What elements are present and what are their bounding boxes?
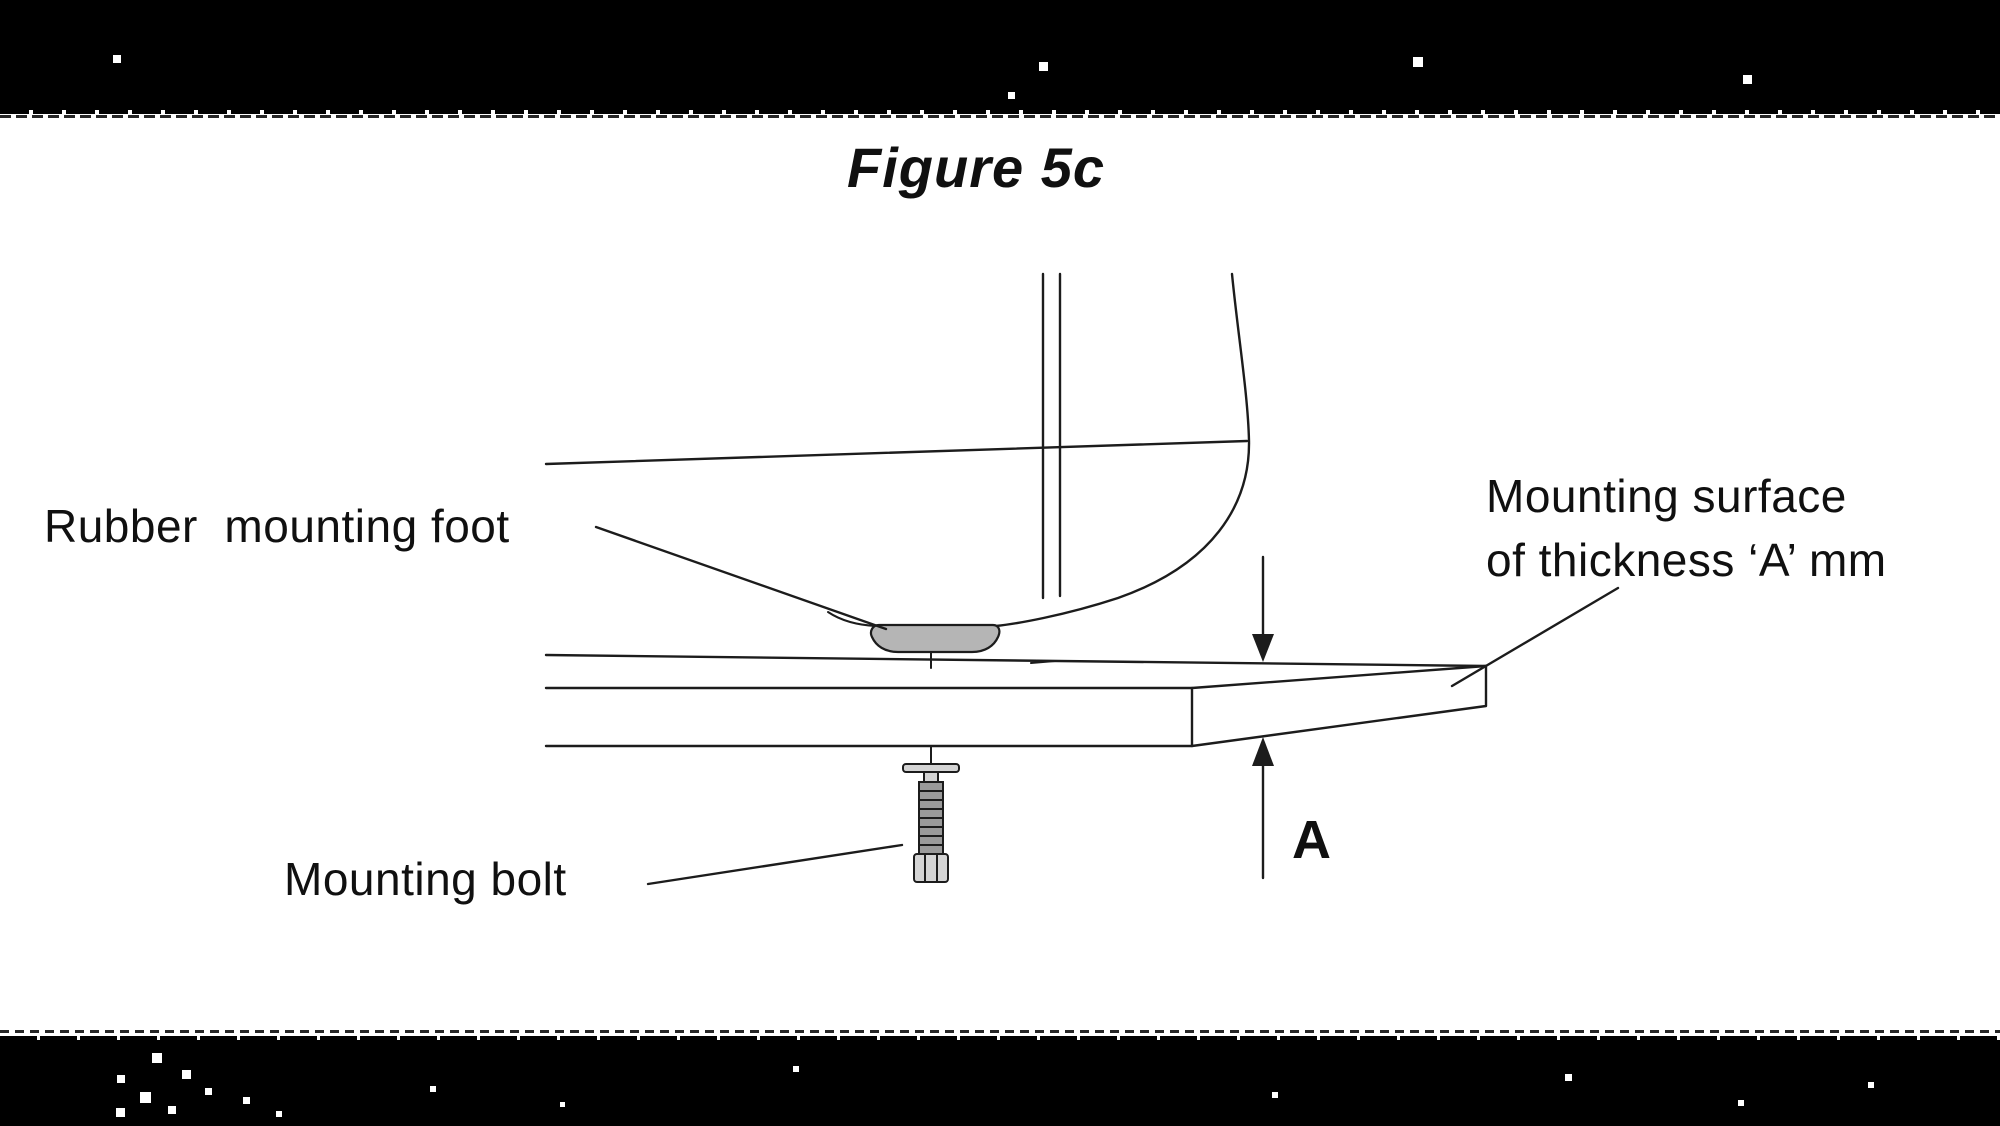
scan-noise-speckle bbox=[168, 1106, 176, 1114]
bolt-head-facets bbox=[924, 853, 938, 883]
board-hole-mark bbox=[1030, 660, 1056, 664]
machine-right-edge bbox=[994, 272, 1251, 628]
label-mounting-surface-line1: Mounting surface bbox=[1486, 470, 1847, 522]
scan-noise-line-bottom bbox=[0, 1030, 2000, 1033]
bolt-head bbox=[913, 853, 949, 883]
scan-noise-speckle bbox=[1743, 75, 1752, 84]
mounting-surface-board bbox=[544, 653, 1488, 748]
scan-noise-speckle bbox=[793, 1066, 799, 1072]
board-end-face bbox=[1190, 664, 1488, 748]
scan-noise-speckle bbox=[116, 1108, 125, 1117]
scan-noise-speckle bbox=[113, 55, 121, 63]
scan-noise-speckle bbox=[430, 1086, 436, 1092]
thickness-arrow-up bbox=[1252, 737, 1274, 880]
scan-noise-speckle bbox=[1738, 1100, 1744, 1106]
scan-noise-line-top bbox=[0, 115, 2000, 118]
arrow-head-down-icon bbox=[1252, 634, 1274, 662]
rubber-foot-shape bbox=[869, 623, 1001, 654]
leader-mounting-surface bbox=[1450, 586, 1620, 688]
scan-noise-speckle bbox=[205, 1088, 212, 1095]
machine-base-edge bbox=[544, 439, 1249, 466]
top-black-bar bbox=[0, 0, 2000, 114]
scan-noise-speckle bbox=[1272, 1092, 1278, 1098]
label-mounting-bolt: Mounting bolt bbox=[284, 853, 567, 905]
scan-edge-noise bbox=[0, 110, 2000, 114]
mounting-bolt-graphic bbox=[902, 651, 960, 883]
board-top-back-edge bbox=[544, 653, 1488, 668]
scan-noise-speckle bbox=[140, 1092, 151, 1103]
label-mounting-surface-line2: of thickness ‘A’ mm bbox=[1486, 534, 1887, 586]
scan-noise-speckle bbox=[152, 1053, 162, 1063]
scan-noise-speckle bbox=[1565, 1074, 1572, 1081]
bolt-neck bbox=[923, 771, 939, 783]
bolt-thread-lines bbox=[918, 790, 944, 846]
scan-noise-speckle bbox=[1868, 1082, 1874, 1088]
bottom-black-bar bbox=[0, 1036, 2000, 1126]
label-rubber-foot: Rubber mounting foot bbox=[44, 500, 510, 552]
scan-noise-speckle bbox=[1039, 62, 1048, 71]
machine-underside-curve bbox=[827, 611, 877, 627]
label-thickness-dimension: A bbox=[1292, 810, 1331, 870]
scan-noise-speckle bbox=[117, 1075, 125, 1083]
leader-rubber-foot bbox=[594, 525, 888, 631]
scan-noise-speckle bbox=[560, 1102, 565, 1107]
scan-noise-speckle bbox=[1008, 92, 1015, 99]
scan-noise-speckle bbox=[182, 1070, 191, 1079]
leader-mounting-bolt bbox=[646, 843, 904, 886]
thickness-arrow-down bbox=[1252, 555, 1274, 662]
arrow-head-up-icon bbox=[1252, 737, 1274, 766]
scan-noise-speckle bbox=[1413, 57, 1423, 67]
machine-body-outline bbox=[544, 272, 1251, 628]
figure-title: Figure 5c bbox=[847, 136, 1105, 199]
scan-edge-noise bbox=[0, 1036, 2000, 1040]
bolt-washer bbox=[902, 763, 960, 773]
scan-noise-speckle bbox=[243, 1097, 250, 1104]
scan-noise-speckle bbox=[276, 1111, 282, 1117]
